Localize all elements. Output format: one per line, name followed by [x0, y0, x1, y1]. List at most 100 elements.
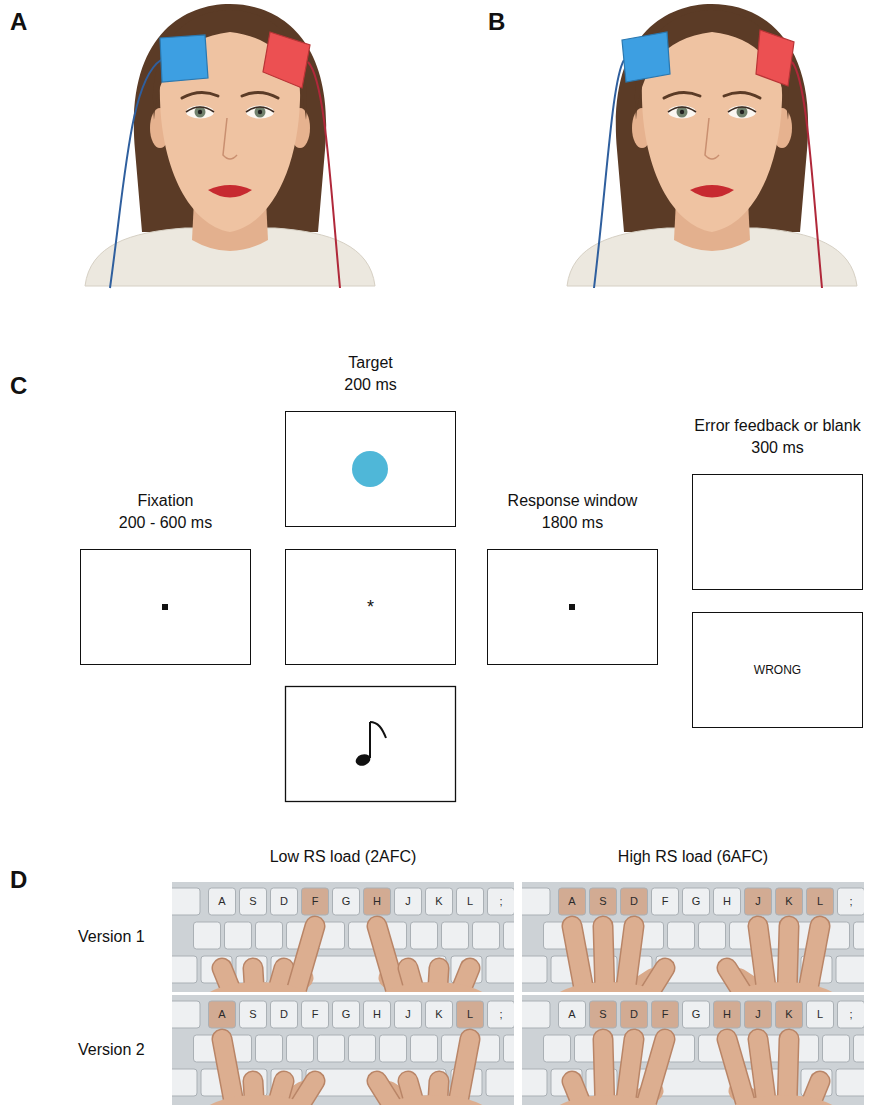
key [333, 1001, 360, 1028]
key [544, 1035, 571, 1062]
finger [624, 926, 634, 992]
stimulus-text: * [286, 597, 455, 618]
key [652, 888, 679, 915]
eyelid [186, 107, 214, 112]
palm [199, 982, 319, 992]
screen-box: Fixation200 - 600 ms [80, 549, 251, 665]
key [172, 1069, 197, 1096]
stimulus-text: WRONG [693, 663, 862, 677]
key-letter: ; [499, 895, 502, 908]
auditory-target [354, 722, 386, 768]
key-letter: S [249, 1008, 256, 1021]
eyelid [668, 107, 696, 112]
finger-outline [642, 1039, 665, 1105]
phase-label: 200 - 600 ms [119, 512, 212, 534]
phase-label: 300 ms [694, 437, 860, 459]
hand [549, 1039, 669, 1105]
key [209, 888, 236, 915]
keyboard-photo [522, 995, 864, 1105]
key [590, 888, 617, 915]
key-letter: D [280, 895, 288, 908]
key [256, 1035, 283, 1062]
panel-letter: C [10, 372, 27, 401]
key-letter: L [817, 1008, 823, 1021]
key-letter: L [467, 895, 473, 908]
key-letter: K [785, 895, 792, 908]
pupil [258, 110, 262, 114]
hair-back [134, 4, 326, 232]
key [172, 888, 200, 915]
key [854, 922, 865, 949]
key-letter: L [817, 895, 823, 908]
key [240, 888, 267, 915]
key [668, 922, 695, 949]
eyelid [728, 107, 756, 112]
finger [377, 926, 400, 992]
key [488, 888, 515, 915]
lips [208, 185, 252, 198]
key [380, 1035, 407, 1062]
key [318, 1035, 345, 1062]
key [522, 1069, 547, 1096]
finger [292, 926, 315, 992]
key [522, 956, 547, 983]
key-letter: ; [499, 1008, 502, 1021]
eyebrow [242, 92, 278, 98]
key [823, 1035, 850, 1062]
version-label: Version 2 [78, 1040, 145, 1059]
screen-box: Error feedback or blank300 ms [692, 474, 863, 590]
key-letter: K [785, 1008, 792, 1021]
key [776, 1001, 803, 1028]
cathode-electrode [622, 32, 670, 82]
phase-heading: Error feedback or blank300 ms [694, 415, 860, 459]
pupil [680, 110, 684, 114]
key-letter: S [599, 895, 606, 908]
key [302, 1001, 329, 1028]
finger-outline [758, 926, 768, 992]
key [807, 888, 834, 915]
finger [727, 1039, 750, 1105]
key [559, 1001, 586, 1028]
key-letter: S [599, 1008, 606, 1021]
key-letter: A [568, 895, 575, 908]
key [209, 1001, 236, 1028]
red-wire [308, 62, 340, 288]
phase-label: Error feedback or blank [694, 415, 860, 437]
key [522, 1001, 550, 1028]
key-letter: J [405, 895, 411, 908]
hand [374, 926, 494, 992]
blue-wire [594, 60, 624, 288]
key-letter: S [249, 895, 256, 908]
key [836, 956, 864, 983]
key [714, 1001, 741, 1028]
finger-outline [727, 1039, 750, 1105]
eye-white [246, 106, 274, 119]
key [683, 1001, 710, 1028]
key [194, 922, 221, 949]
eye-white [728, 106, 756, 119]
key-letter: F [312, 895, 319, 908]
anode-electrode [756, 30, 794, 86]
phase-label: 1800 ms [508, 512, 638, 534]
screen-box: Target200 ms [285, 411, 456, 527]
fixation-dot [162, 604, 168, 610]
finger [624, 1039, 634, 1105]
key [699, 922, 726, 949]
key-letter: G [692, 895, 701, 908]
key [652, 1001, 679, 1028]
key [271, 1001, 298, 1028]
key-letter: F [662, 1008, 669, 1021]
key [621, 888, 648, 915]
key [504, 922, 515, 949]
blue-wire [110, 60, 161, 288]
finger-outline [292, 926, 315, 992]
key-letter: A [218, 895, 225, 908]
key-letter: K [435, 895, 442, 908]
key-letter: H [373, 895, 381, 908]
key [621, 1001, 648, 1028]
key [302, 888, 329, 915]
keyboard-photo [172, 882, 514, 992]
key [240, 1001, 267, 1028]
hair-back [616, 4, 808, 232]
nose [705, 118, 719, 159]
